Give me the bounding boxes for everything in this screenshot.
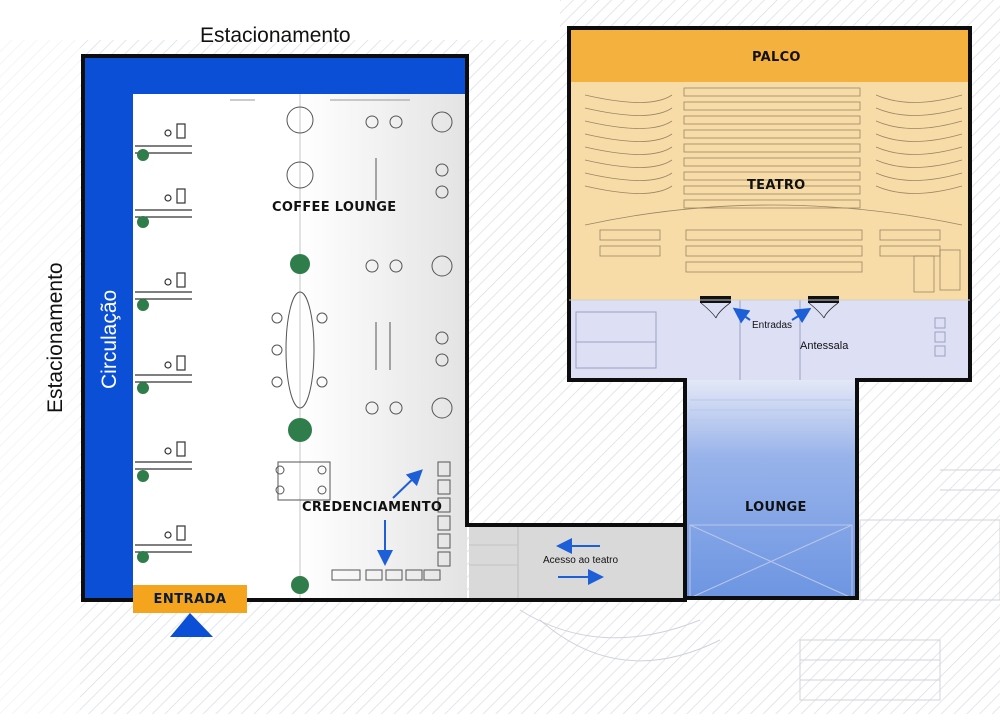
arrow-entries-right [791, 307, 812, 324]
circulation-band-left [83, 56, 133, 600]
lounge-furniture [271, 106, 453, 581]
entrance-badge: ENTRADA [133, 585, 247, 613]
foyer-area [569, 300, 970, 380]
booths [135, 123, 192, 553]
theater-area [569, 82, 970, 300]
foyer-label: Antessala [800, 340, 849, 352]
arrow-entries-left [732, 307, 751, 324]
circulation-band-top [83, 56, 467, 94]
right-building-wall [567, 26, 972, 600]
arrow-credentialing-1 [392, 469, 423, 499]
credentialing-label: CREDENCIAMENTO [302, 500, 443, 515]
coffee-lounge-label: COFFEE LOUNGE [272, 200, 397, 215]
corridor-area [469, 527, 685, 598]
entries-label: Entradas [752, 320, 793, 331]
stage-label: PALCO [752, 50, 801, 65]
parking-left-label: Estacionamento [44, 262, 67, 413]
large-plants [288, 254, 312, 594]
parking-top-label: Estacionamento [200, 24, 351, 47]
outside-plan-lines [519, 469, 1000, 701]
lounge-label: LOUNGE [745, 500, 807, 515]
small-plants [137, 149, 149, 563]
theater-seating [584, 87, 963, 293]
lounge-area [685, 380, 857, 598]
circulation-label: Circulação [98, 289, 121, 389]
theater-label: TEATRO [747, 178, 806, 193]
theater-access-label: Acesso ao teatro [543, 555, 619, 566]
entrance-triangle-icon [170, 613, 213, 637]
stage-area [569, 28, 970, 82]
